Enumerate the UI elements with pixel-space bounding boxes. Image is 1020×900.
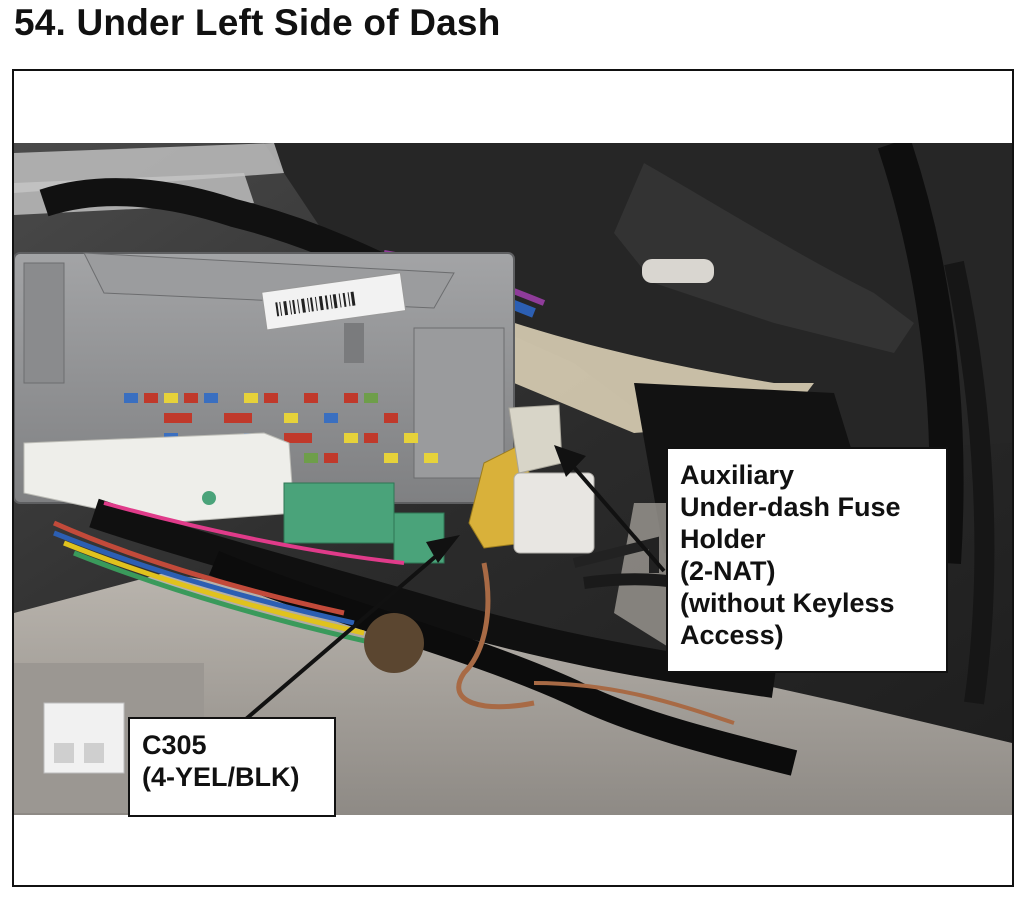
callout-line: Auxiliary [680, 460, 795, 490]
callout-line: (without Keyless [680, 588, 895, 618]
dash-opening [642, 259, 714, 283]
callout-line: (4-YEL/BLK) [142, 762, 300, 792]
fuse-holder-callout: Auxiliary Under-dash Fuse Holder (2-NAT)… [666, 447, 948, 673]
leader-arrow-fuse [554, 445, 666, 573]
callout-line: C305 [142, 730, 207, 760]
page-title: 54. Under Left Side of Dash [14, 2, 501, 43]
callout-line: (2-NAT) [680, 556, 776, 586]
callout-line: Access) [680, 620, 784, 650]
figure-frame: Auxiliary Under-dash Fuse Holder (2-NAT)… [12, 69, 1014, 887]
dash-underside [264, 143, 1012, 453]
aux-fuse-holder [508, 404, 563, 474]
callout-line: Under-dash Fuse [680, 492, 901, 522]
green-connector [283, 482, 395, 544]
fuse-array [124, 393, 438, 463]
c305-callout: C305 (4-YEL/BLK) [128, 717, 336, 817]
leader-arrow-c305 [244, 535, 460, 721]
white-connector [513, 472, 595, 554]
callout-line: Holder [680, 524, 766, 554]
